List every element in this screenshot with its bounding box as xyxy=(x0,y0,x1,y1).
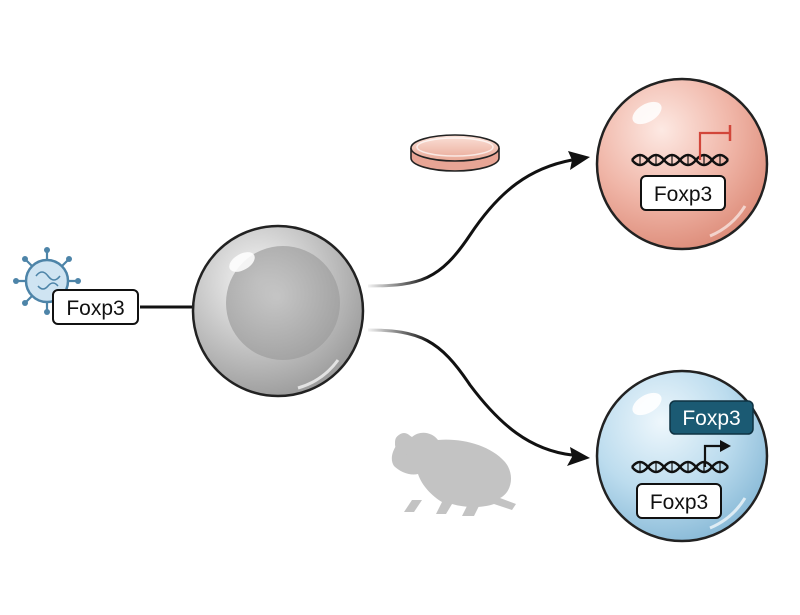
foxp3-protein-label: Foxp3 xyxy=(669,400,754,435)
in-vitro-foxp3-gene-label: Foxp3 xyxy=(640,175,726,211)
in-vitro-cell: Foxp3 xyxy=(595,77,769,251)
active-promoter-arrow-icon xyxy=(703,440,731,467)
virus-foxp3-label: Foxp3 xyxy=(52,289,139,325)
gray-cell xyxy=(191,224,365,398)
dna-icon xyxy=(631,153,729,167)
svg-text:Foxp3: Foxp3 xyxy=(650,491,708,514)
dna-icon xyxy=(631,460,729,474)
svg-text:Foxp3: Foxp3 xyxy=(682,407,740,430)
in-vivo-foxp3-gene-label: Foxp3 xyxy=(636,483,722,519)
svg-text:Foxp3: Foxp3 xyxy=(66,297,124,320)
arrow-to-in-vivo xyxy=(367,328,590,466)
mouse-icon xyxy=(391,432,516,516)
in-vivo-cell: Foxp3 Foxp3 xyxy=(595,369,769,543)
arrow-to-in-vitro xyxy=(367,151,590,288)
petri-dish-icon xyxy=(410,134,500,172)
svg-text:Foxp3: Foxp3 xyxy=(654,183,712,206)
repressed-promoter-icon xyxy=(698,125,732,160)
